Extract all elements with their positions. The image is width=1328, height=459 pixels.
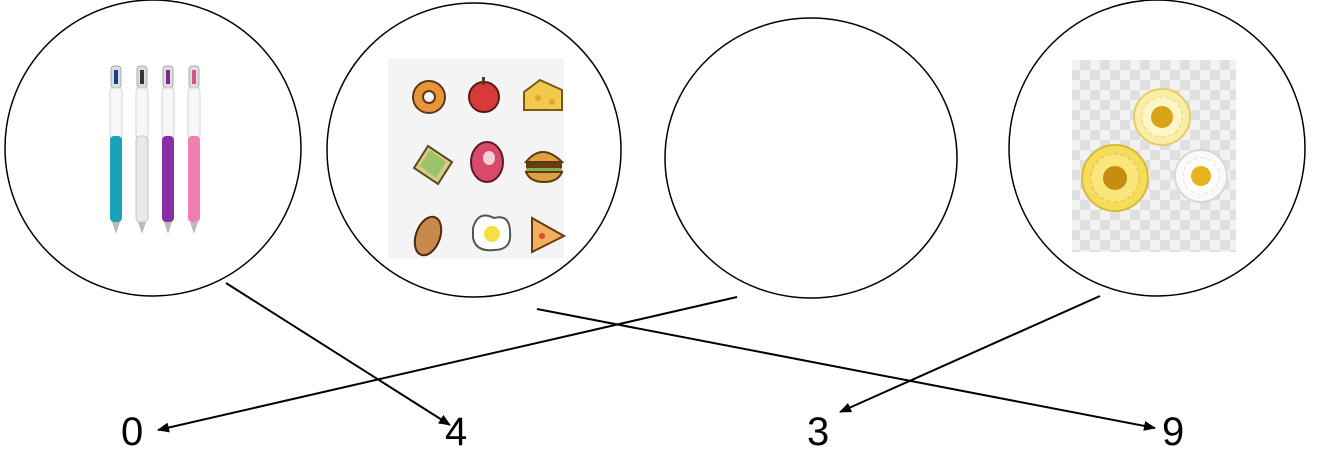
empty-circle [664, 17, 958, 299]
arrow-empty-to-0 [157, 296, 738, 433]
pens-circle [4, 0, 302, 297]
food-circle [326, 2, 622, 298]
number-label-9: 9 [1162, 410, 1185, 454]
number-label-4: 4 [445, 410, 468, 454]
flowers-circle [1008, 0, 1306, 297]
food-image [388, 58, 567, 258]
number-label-0: 0 [121, 410, 144, 454]
number-label-3: 3 [807, 410, 830, 454]
daisies-image [1072, 60, 1236, 252]
arrow-pens-to-4 [225, 282, 451, 426]
pens-image [109, 65, 201, 234]
arrow-food-to-9 [536, 308, 1156, 431]
arrow-flowers-to-3 [839, 295, 1101, 413]
